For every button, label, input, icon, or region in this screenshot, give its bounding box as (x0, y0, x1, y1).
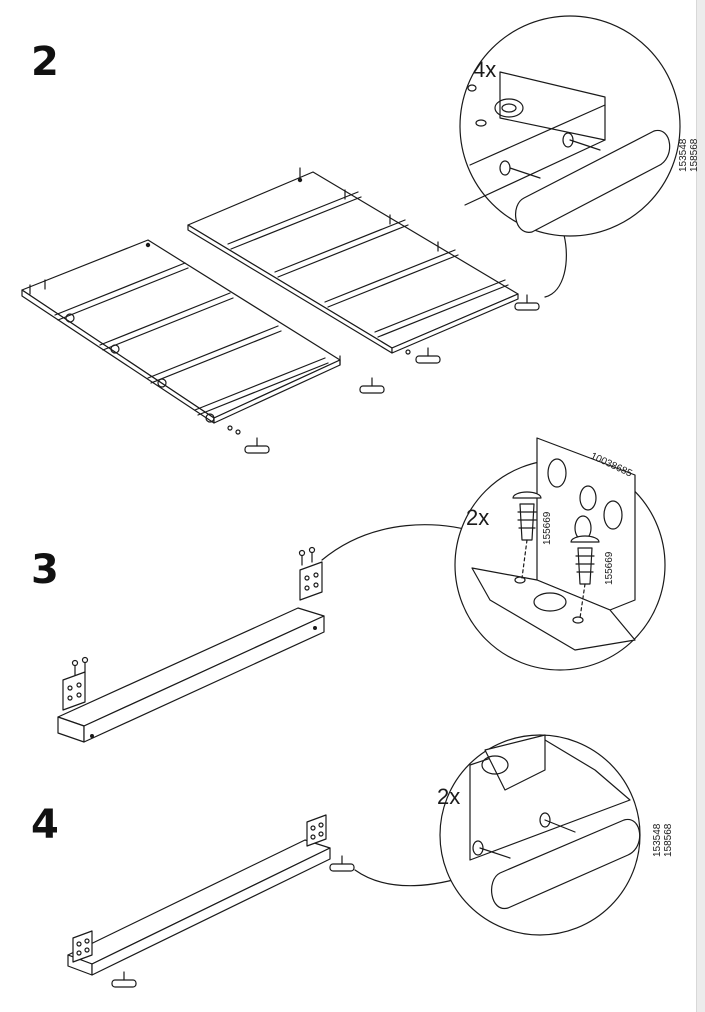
step-4-rail (67, 839, 331, 976)
step-number-4: 4 (31, 802, 59, 848)
right-slat-panel (187, 167, 519, 355)
step-3-screw-code-a: 155669 (542, 511, 553, 545)
step-number-3: 3 (31, 547, 59, 593)
left-panel-glides (244, 377, 385, 454)
step-4-detail-callout (354, 734, 641, 936)
step-3-left-bracket (62, 656, 89, 711)
step-4-part-code-a: 153548 (652, 823, 663, 857)
step-3-rail (57, 607, 325, 743)
step-4-part-code-b: 158568 (663, 823, 674, 857)
step-2-detail-callout (459, 15, 681, 298)
step-3-right-bracket (298, 546, 323, 601)
page-scrollbar[interactable] (696, 0, 705, 1012)
step-2-part-code-a: 153548 (678, 138, 689, 172)
step-3-quantity: 2x (466, 505, 489, 530)
step-number-2: 2 (31, 39, 59, 85)
right-panel-glides (415, 294, 540, 364)
left-slat-panel (21, 239, 341, 435)
step-3-detail-callout (321, 437, 666, 671)
step-4-quantity: 2x (437, 784, 460, 809)
step-4-glides (111, 855, 355, 988)
step-4-brackets (72, 814, 327, 963)
step-2-part-code-b: 158568 (689, 138, 697, 172)
step-2-quantity: 4x (473, 57, 496, 82)
step-3-screw-code-b: 155669 (604, 551, 615, 585)
